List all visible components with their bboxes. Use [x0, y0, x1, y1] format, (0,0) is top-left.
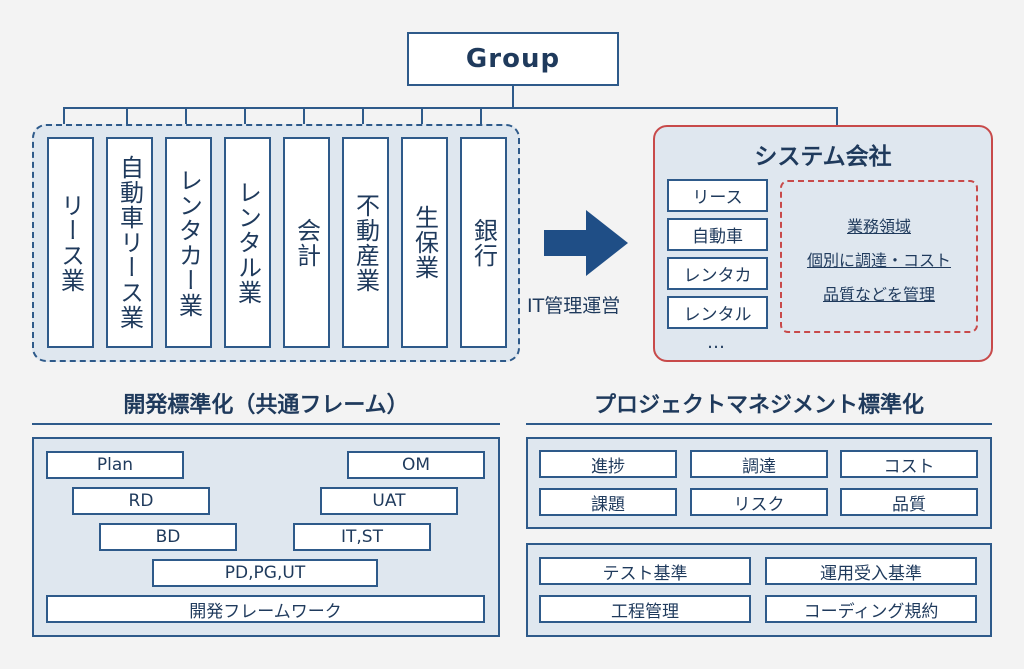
industry-box: 不動産業 [342, 137, 389, 348]
industry-box: リース業 [47, 137, 94, 348]
system-list-item: レンタル [667, 296, 768, 329]
group-connector-vertical [512, 86, 514, 109]
pm-item: リスク [690, 488, 828, 516]
system-list-ellipsis: … [707, 332, 727, 353]
industry-box: 生保業 [401, 137, 448, 348]
industry-box: レンタカー業 [165, 137, 212, 348]
industry-label: リース業 [56, 192, 85, 293]
phase-om: OM [347, 451, 485, 479]
system-list-item: レンタカ [667, 257, 768, 290]
pm-standard-item: 運用受入基準 [765, 557, 977, 585]
system-company-title: システム会社 [754, 144, 892, 170]
phase-it-st: IT,ST [293, 523, 431, 551]
management-note-line: 品質などを管理 [822, 285, 935, 304]
group-box: Group [407, 32, 619, 86]
phase-bd: BD [99, 523, 237, 551]
pm-section-underline [526, 423, 992, 425]
industry-label: 会計 [292, 217, 321, 268]
connector-industry-2 [185, 107, 187, 137]
pm-item: 進捗 [539, 450, 677, 478]
phase-pd-pg-ut: PD,PG,UT [152, 559, 378, 587]
system-list-item: 自動車 [667, 218, 768, 251]
connector-industry-1 [126, 107, 128, 137]
pm-item: 課題 [539, 488, 677, 516]
phase-rd: RD [72, 487, 210, 515]
industry-box: 会計 [283, 137, 330, 348]
connector-industry-0 [63, 107, 65, 137]
system-list-item: リース [667, 179, 768, 212]
industry-box: 銀行 [460, 137, 507, 348]
connector-industry-3 [244, 107, 246, 137]
dev-framework: 開発フレームワーク [46, 595, 485, 623]
pm-standard-item: コーディング規約 [765, 595, 977, 623]
connector-system-company [836, 107, 838, 126]
dev-section-title: 開発標準化（共通フレーム） [123, 393, 409, 418]
industry-label: 不動産業 [351, 192, 380, 293]
pm-standard-item: テスト基準 [539, 557, 751, 585]
pm-item: 調達 [690, 450, 828, 478]
connector-industry-4 [303, 107, 305, 137]
phase-uat: UAT [320, 487, 458, 515]
industry-label: 自動車リース業 [115, 155, 144, 330]
industry-label: レンタル業 [233, 180, 262, 305]
dev-section-underline [32, 423, 500, 425]
industry-label: 銀行 [469, 217, 498, 268]
pm-standard-item: 工程管理 [539, 595, 751, 623]
pm-item: コスト [840, 450, 978, 478]
connector-industry-5 [362, 107, 364, 137]
right-arrow-icon [544, 210, 628, 276]
industry-box: レンタル業 [224, 137, 271, 348]
pm-section-title: プロジェクトマネジメント標準化 [593, 393, 924, 418]
industry-label: レンタカー業 [174, 167, 203, 318]
group-connector-horizontal [63, 107, 837, 109]
management-note-box [780, 180, 978, 333]
connector-industry-6 [421, 107, 423, 137]
it-management-label: IT管理運営 [527, 295, 621, 317]
connector-industry-7 [480, 107, 482, 137]
industry-box: 自動車リース業 [106, 137, 153, 348]
management-note-line: 業務領域 [846, 217, 911, 236]
management-note-line: 個別に調達・コスト [806, 251, 951, 270]
industry-label: 生保業 [410, 205, 439, 280]
phase-plan: Plan [46, 451, 184, 479]
pm-item: 品質 [840, 488, 978, 516]
